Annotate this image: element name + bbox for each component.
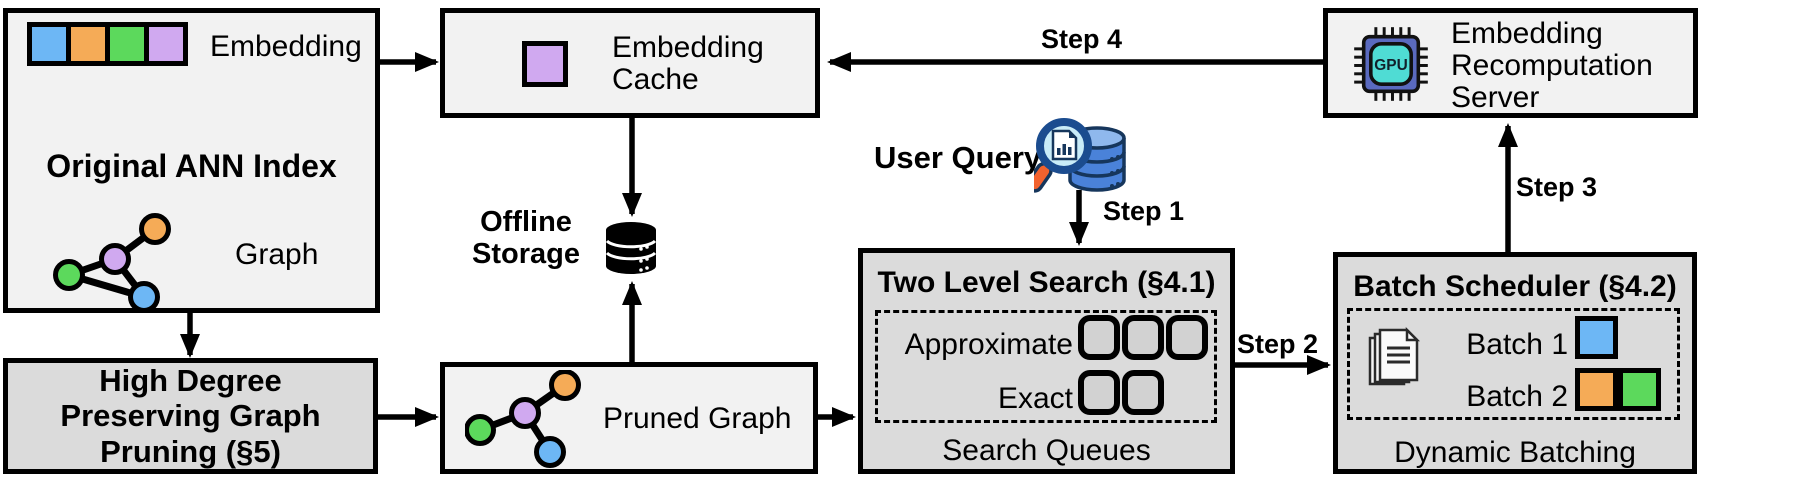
- batch2-embedding-orange: [1575, 368, 1618, 411]
- ann-box-title: Original ANN Index: [46, 148, 337, 184]
- step2-label: Step 2: [1237, 329, 1319, 359]
- dynamic-batching-caption: Dynamic Batching: [1394, 436, 1636, 469]
- approximate-queue-label: Approximate: [904, 328, 1073, 361]
- queue-slot-icon: [1166, 315, 1208, 360]
- batch1-label: Batch 1: [1466, 328, 1568, 361]
- two-level-search-box: Two Level Search (§4.1) Approximate Exac…: [858, 248, 1235, 474]
- database-icon: [605, 222, 657, 274]
- original-ann-index-box: Embedding Original ANN Index Graph: [3, 8, 380, 313]
- graph-node-orange: [549, 370, 581, 401]
- embedding-cache-title: Embedding Cache: [612, 31, 764, 97]
- batch2-embedding-icons: [1575, 368, 1661, 411]
- user-query-label: User Query: [874, 140, 1042, 175]
- embedding-label: Embedding: [210, 30, 362, 63]
- step4-label: Step 4: [1041, 24, 1123, 54]
- step3-label: Step 3: [1516, 172, 1598, 202]
- exact-queue-label: Exact: [997, 382, 1073, 415]
- batch2-embedding-green: [1618, 368, 1661, 411]
- embedding-cell-orange: [66, 22, 110, 66]
- step1-label: Step 1: [1103, 196, 1185, 226]
- batch2-label: Batch 2: [1466, 380, 1568, 413]
- pruned-graph-label: Pruned Graph: [603, 402, 792, 435]
- offline-storage-label: Offline Storage: [472, 206, 580, 271]
- graph-pruning-title: High Degree Preserving Graph Pruning (§5…: [60, 362, 321, 469]
- graph-node-blue: [534, 436, 566, 468]
- queue-slot-icon: [1078, 370, 1120, 415]
- gpu-chip-core: [1369, 42, 1413, 86]
- original-graph-icon: [53, 213, 171, 313]
- batch-scheduler-box: Batch Scheduler (§4.2) Batch 1 Batch 2 D…: [1333, 252, 1697, 474]
- gpu-text: GPU: [1374, 57, 1407, 74]
- graph-node-orange: [139, 213, 171, 245]
- graph-pruning-box: High Degree Preserving Graph Pruning (§5…: [3, 358, 378, 474]
- graph-node-blue: [128, 281, 160, 313]
- graph-node-purple: [99, 243, 131, 275]
- search-queues-caption: Search Queues: [942, 434, 1151, 467]
- graph-node-green: [53, 259, 85, 291]
- queue-slot-icon: [1078, 315, 1120, 360]
- batch1-embedding-icon: [1575, 316, 1618, 359]
- cached-embedding-icon: [522, 41, 568, 87]
- gpu-icon: GPU: [1354, 27, 1428, 101]
- graph-node-purple: [509, 397, 541, 429]
- approximate-queue-slots: [1078, 315, 1208, 360]
- graph-label: Graph: [235, 238, 319, 271]
- graph-node-green: [465, 414, 496, 446]
- embedding-cell-blue: [27, 22, 71, 66]
- recomputation-server-box: GPU Embedding Recomputation Server: [1323, 8, 1698, 118]
- two-level-search-title: Two Level Search (§4.1): [877, 266, 1216, 299]
- embedding-cell-purple: [144, 22, 188, 66]
- exact-queue-slots: [1078, 370, 1164, 415]
- batch-scheduler-title: Batch Scheduler (§4.2): [1353, 270, 1677, 303]
- dynamic-batching-dashed-frame: [1347, 308, 1680, 420]
- queue-slot-icon: [1122, 370, 1164, 415]
- embedding-cache-box: Embedding Cache: [440, 8, 820, 118]
- search-queues-dashed-frame: [875, 310, 1217, 423]
- user-query-icon: [1034, 118, 1126, 193]
- pruned-graph-box: Pruned Graph: [440, 362, 818, 474]
- pruned-graph-icon: [465, 370, 581, 468]
- queue-slot-icon: [1122, 315, 1164, 360]
- documents-icon: [1368, 326, 1421, 386]
- embedding-cell-green: [105, 22, 149, 66]
- recomputation-server-title: Embedding Recomputation Server: [1451, 17, 1653, 115]
- embedding-vector-icon: [27, 22, 188, 66]
